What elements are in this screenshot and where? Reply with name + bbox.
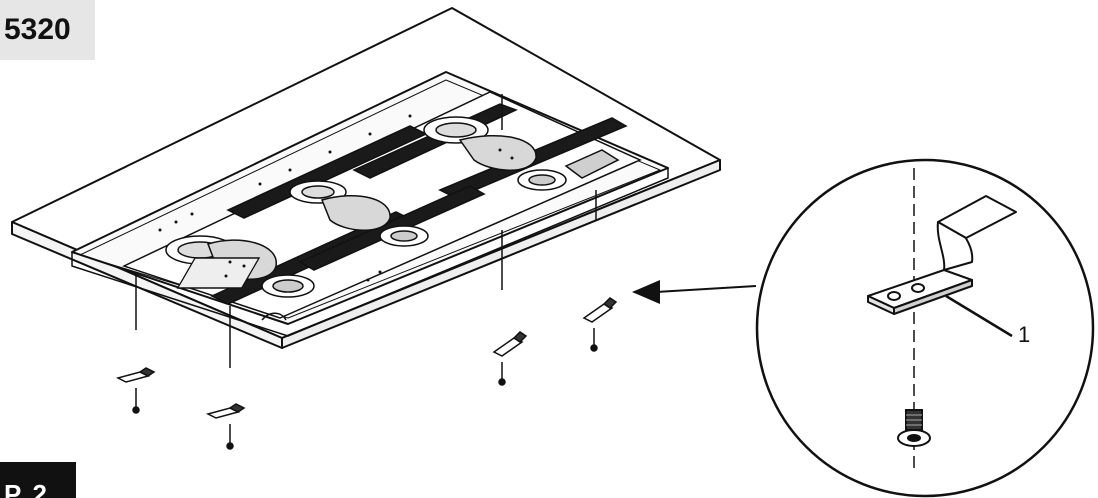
model-code-label: 5320 (0, 0, 95, 60)
screw-icon (498, 362, 506, 386)
screw-icon (132, 388, 140, 414)
part-number-callout: 1 (1018, 322, 1030, 347)
assembly-guide-lines (135, 94, 597, 368)
mounting-bracket-icon (115, 367, 156, 383)
arrow-left-icon (632, 280, 757, 304)
model-code-text: 5320 (4, 13, 71, 46)
screw-icon (897, 409, 931, 447)
mounting-bracket-icon (205, 403, 246, 419)
screw-icon (226, 424, 234, 450)
mounting-bracket-icon (582, 297, 618, 323)
page-tag-label: P. 2 (0, 462, 76, 498)
burner-modules (165, 116, 620, 321)
mounting-bracket-icon (867, 195, 1017, 315)
screw-icon (590, 328, 598, 352)
surface-detail-dots (158, 114, 514, 282)
detail-callout-circle (755, 158, 1095, 498)
page-tag-text: P. 2 (4, 479, 47, 498)
part-leader-line (945, 294, 1013, 338)
mounting-bracket-icon (492, 331, 528, 357)
